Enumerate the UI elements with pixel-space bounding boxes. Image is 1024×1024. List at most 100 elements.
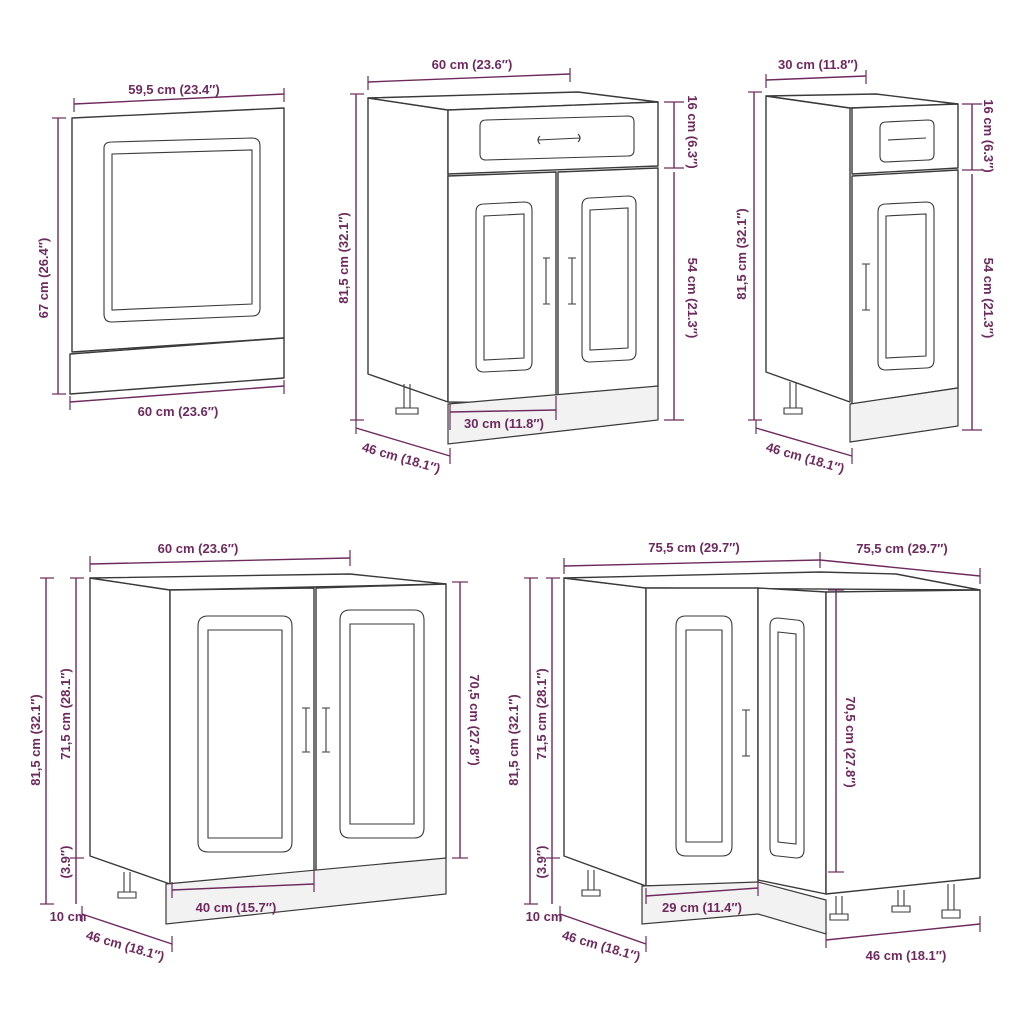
top-width-line xyxy=(765,75,867,81)
panel3-top-width-label: 30 cm (11.8″) xyxy=(778,57,858,72)
panel3-door-height-label: 54 cm (21.3″) xyxy=(981,258,996,339)
panel4-door-height-label: 70,5 cm (27.8″) xyxy=(467,674,482,766)
panel3-total-height-label: 81,5 cm (32.1″) xyxy=(734,208,749,300)
depth-left-line xyxy=(559,913,647,945)
plinth xyxy=(447,385,659,445)
panel4-depth-label: 46 cm (18.1″) xyxy=(84,927,166,964)
frame-outer xyxy=(103,137,261,323)
drawer-base-cabinet-30-drawing xyxy=(765,93,959,443)
panel2-depth-label: 46 cm (18.1″) xyxy=(360,439,442,476)
handle-icon xyxy=(742,709,750,757)
door-front-inset xyxy=(685,629,723,843)
leg-icon xyxy=(829,896,849,921)
frame-inner xyxy=(111,149,253,311)
depth-right-line xyxy=(825,923,981,941)
door-width-line xyxy=(449,409,557,413)
panel5-front-width-label: 75,5 cm (29.7″) xyxy=(648,540,740,555)
panel2-top-width-label: 60 cm (23.6″) xyxy=(432,57,513,72)
depth-line xyxy=(355,427,451,457)
handle-icon xyxy=(543,257,550,305)
panel5-body-height-label: 71,5 cm (28.1″) xyxy=(534,668,549,760)
panel4-total-height-label: 81,5 cm (32.1″) xyxy=(28,694,43,786)
door-width-line xyxy=(645,887,759,897)
leg-icon xyxy=(891,890,911,913)
panel5-depth-left-label: 46 cm (18.1″) xyxy=(560,927,642,964)
plinth-panel xyxy=(69,337,285,395)
panel5-plinth-height-cm-label: 10 cm xyxy=(526,909,563,924)
drawer-panel xyxy=(479,115,635,161)
leg-icon xyxy=(395,384,419,415)
plinth xyxy=(165,857,447,925)
drawer-base-cabinet-60-drawing xyxy=(367,91,659,445)
panel1-height-label: 67 cm (26.4″) xyxy=(36,238,51,319)
front-width-line xyxy=(563,559,821,567)
panel5-side-width-label: 75,5 cm (29.7″) xyxy=(856,541,948,556)
handle-icon xyxy=(568,257,576,305)
leg-icon xyxy=(117,872,137,899)
door-right-inset xyxy=(349,623,415,825)
top-width-line xyxy=(73,93,285,105)
panel5-plinth-height-in-label: (3.9″) xyxy=(534,846,549,879)
door-left xyxy=(447,171,557,405)
side-panel xyxy=(765,95,851,403)
panel1-top-width-label: 59,5 cm (23.4″) xyxy=(128,82,220,97)
door-front xyxy=(645,587,759,887)
panel5-dimensions: 75,5 cm (29.7″) 75,5 cm (29.7″) 81,5 cm … xyxy=(506,540,981,964)
panel2-door-width-label: 30 cm (11.8″) xyxy=(464,416,544,431)
oven-front-panel-drawing xyxy=(69,107,285,395)
panel5-depth-right-label: 46 cm (18.1″) xyxy=(866,948,947,963)
right-side-panel xyxy=(825,589,981,895)
top-width-line xyxy=(367,73,571,83)
panel4-plinth-height-in-label: (3.9″) xyxy=(58,846,73,879)
door-right xyxy=(557,167,659,405)
panel5-total-height-label: 81,5 cm (32.1″) xyxy=(506,694,521,786)
corner-base-cabinet-drawing xyxy=(563,571,981,935)
sink-base-cabinet-drawing xyxy=(89,573,447,925)
panel3-depth-label: 46 cm (18.1″) xyxy=(764,439,846,476)
leg-icon xyxy=(941,884,961,919)
drawer-handle-icon xyxy=(887,137,927,141)
door-right-frame xyxy=(339,609,425,839)
handle-icon xyxy=(322,707,330,753)
panel2-drawer-height-label: 16 cm (6.3″) xyxy=(685,95,700,168)
panel5-door-height-label: 70,5 cm (27.8″) xyxy=(843,696,858,788)
door-right xyxy=(315,583,447,885)
door-right-inset xyxy=(589,207,629,351)
panel1-bottom-width-label: 60 cm (23.6″) xyxy=(138,404,219,419)
door-angled-inset xyxy=(777,631,797,845)
top-width-line xyxy=(89,557,351,565)
leg-icon xyxy=(783,382,803,415)
plinth xyxy=(849,387,959,443)
depth-line xyxy=(81,913,173,945)
door-width-line xyxy=(171,883,315,891)
panel4-door-width-label: 40 cm (15.7″) xyxy=(196,900,277,915)
side-panel xyxy=(89,577,171,885)
panel4-plinth-height-cm-label: 10 cm xyxy=(50,909,87,924)
handle-icon xyxy=(862,263,870,311)
panel4-top-width-label: 60 cm (23.6″) xyxy=(158,541,239,556)
panel4-body-height-label: 71,5 cm (28.1″) xyxy=(58,668,73,760)
door-right-frame xyxy=(581,195,637,363)
side-panel xyxy=(563,577,647,887)
panel5-door-width-label: 29 cm (11.4″) xyxy=(662,900,742,915)
leg-icon xyxy=(581,870,601,897)
door-left-frame xyxy=(475,201,533,373)
door-angled-frame xyxy=(769,617,805,859)
door-front-frame xyxy=(675,615,733,857)
drawer-handle-icon xyxy=(537,133,581,145)
panel1-dimensions: 59,5 cm (23.4″) 60 cm (23.6″) 67 cm (26.… xyxy=(36,82,285,419)
top-panel xyxy=(563,571,981,591)
door-frame xyxy=(877,201,935,371)
depth-line xyxy=(755,427,853,457)
side-width-line xyxy=(819,559,981,577)
panel2-total-height-label: 81,5 cm (32.1″) xyxy=(336,212,351,304)
handle-icon xyxy=(302,707,310,753)
panel2-door-height-label: 54 cm (21.3″) xyxy=(685,258,700,339)
door-left-inset xyxy=(207,629,283,839)
drawer-panel xyxy=(879,119,935,163)
door-inset xyxy=(885,213,927,359)
panel3-drawer-height-label: 16 cm (6.3″) xyxy=(981,99,996,172)
side-panel xyxy=(367,97,449,403)
door-left-frame xyxy=(197,615,293,853)
